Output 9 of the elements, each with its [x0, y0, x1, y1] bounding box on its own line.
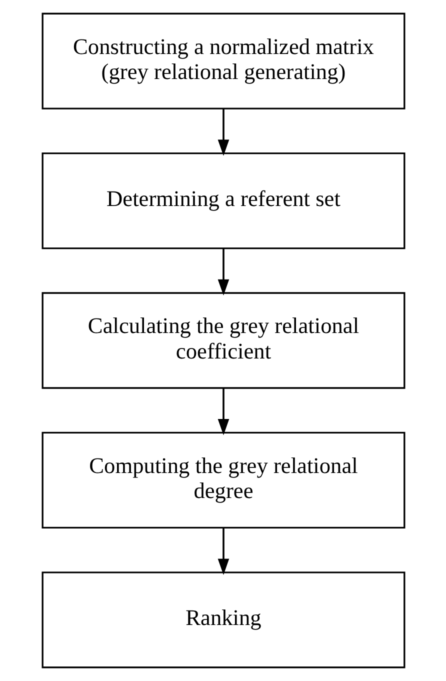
node-box: Constructing a normalized matrix (grey relational generating) — [41, 12, 405, 110]
node-box: Computing the grey relational degree — [41, 432, 405, 529]
arrow — [217, 248, 229, 296]
node-box: Calculating the grey relational coefficient — [41, 292, 405, 389]
node-box: Ranking — [41, 572, 405, 668]
arrow — [217, 528, 229, 575]
node-box: Determining a referent set — [41, 152, 405, 250]
arrow — [217, 388, 229, 436]
arrow — [217, 108, 229, 156]
